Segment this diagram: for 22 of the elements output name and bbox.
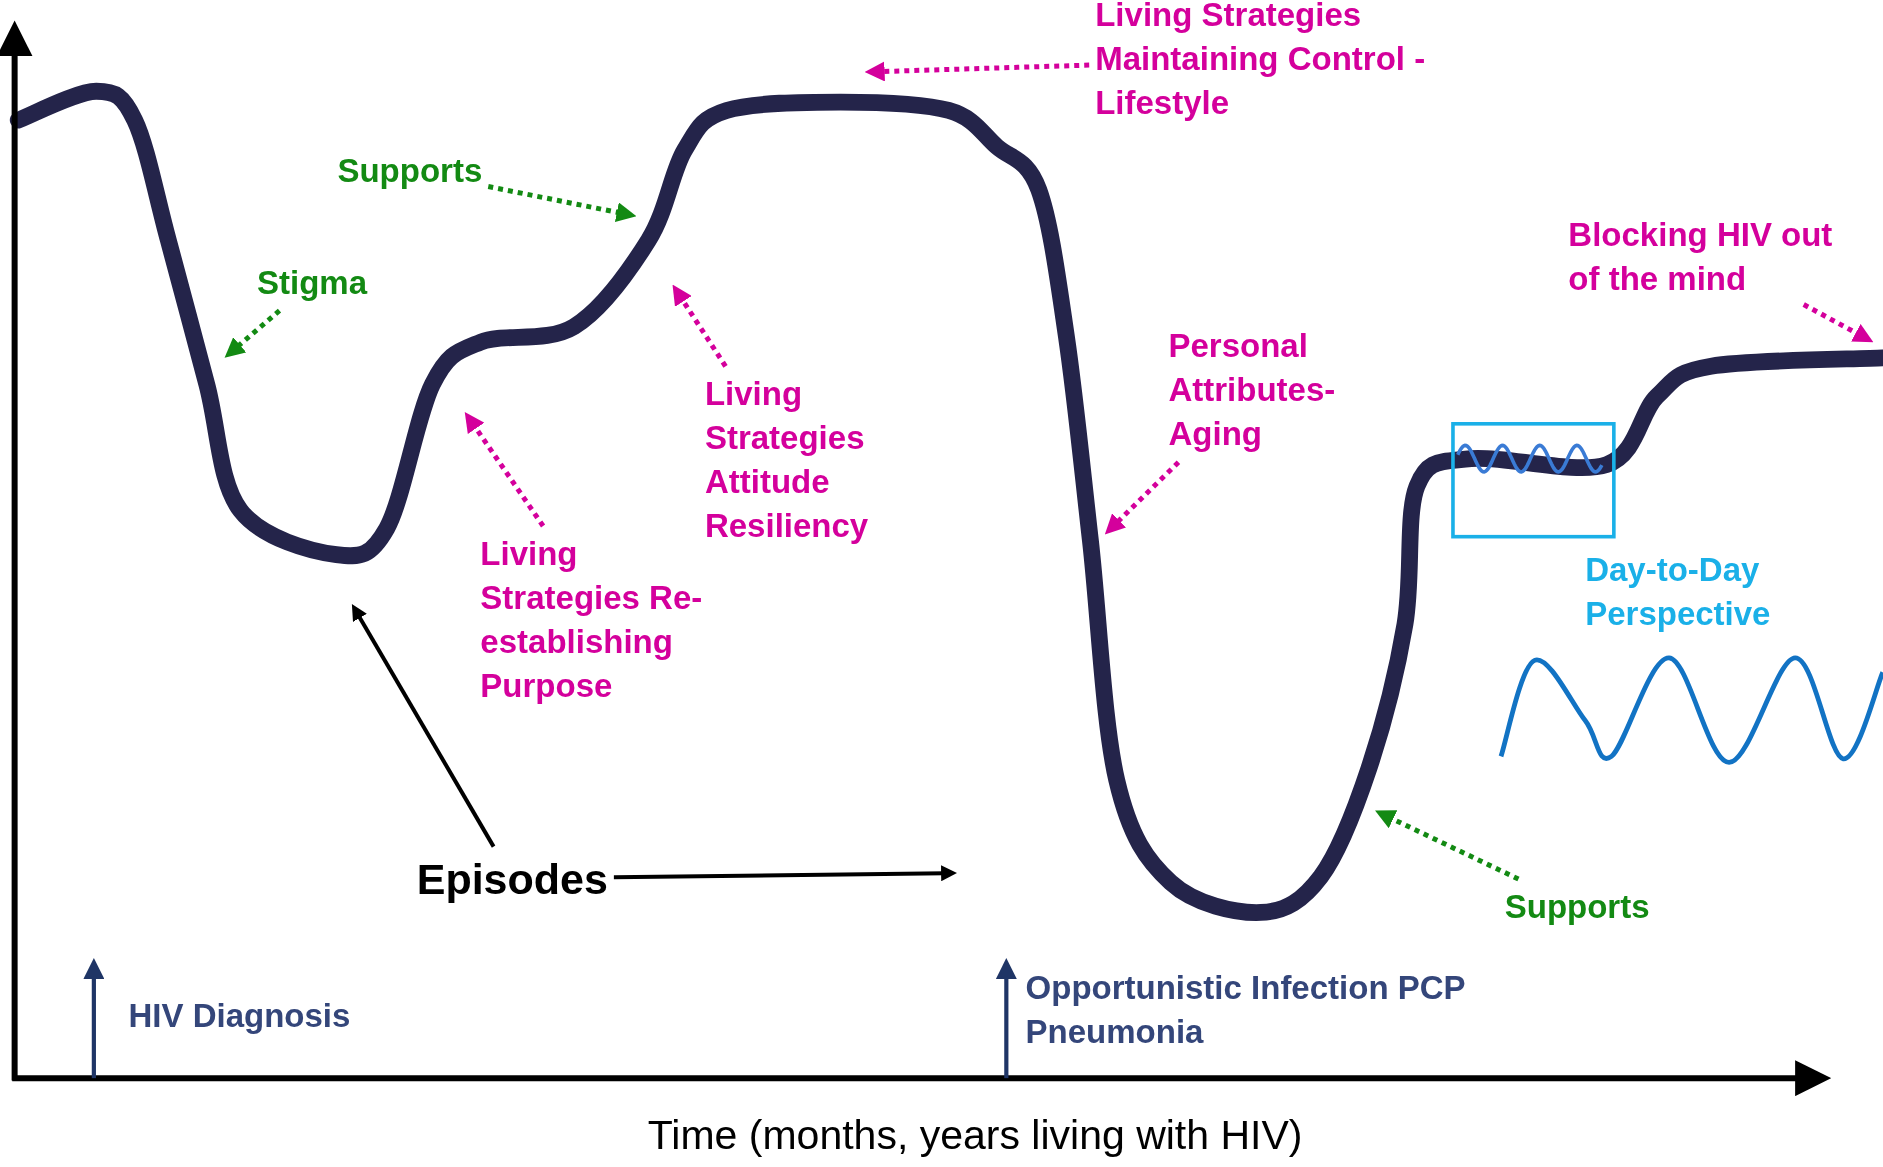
annotation-text: Supports — [337, 148, 483, 193]
annotation-text: Personal Attributes- Aging — [1168, 324, 1336, 457]
arrow — [864, 61, 1090, 82]
annotation-text: Living Strategies Attitude Resiliency — [704, 372, 869, 549]
arrow — [464, 411, 546, 528]
annotation-text: Opportunistic Infection PCP Pneumonia — [1025, 967, 1466, 1052]
annotation-text: Blocking HIV out of the mind — [1568, 212, 1863, 301]
arrow — [351, 604, 496, 848]
arrow — [487, 184, 637, 223]
annotation-text: Living Strategies Maintaining Control - Lifestyle — [1095, 0, 1492, 125]
arrow — [672, 284, 728, 368]
annotation-text: HIV Diagnosis — [128, 996, 351, 1037]
arrow — [224, 308, 282, 358]
annotation-text: Stigma — [257, 260, 367, 305]
arrow — [613, 865, 958, 882]
axis-label: Time (months, years living with HIV) — [647, 1110, 1303, 1160]
arrow — [1375, 810, 1520, 882]
annotation-text: Episodes — [416, 852, 608, 905]
annotation-text: Supports — [1504, 885, 1650, 930]
arrow — [1104, 460, 1181, 535]
arrow — [1802, 302, 1874, 343]
annotation-text: Day-to-Day Perspective — [1585, 549, 1772, 634]
